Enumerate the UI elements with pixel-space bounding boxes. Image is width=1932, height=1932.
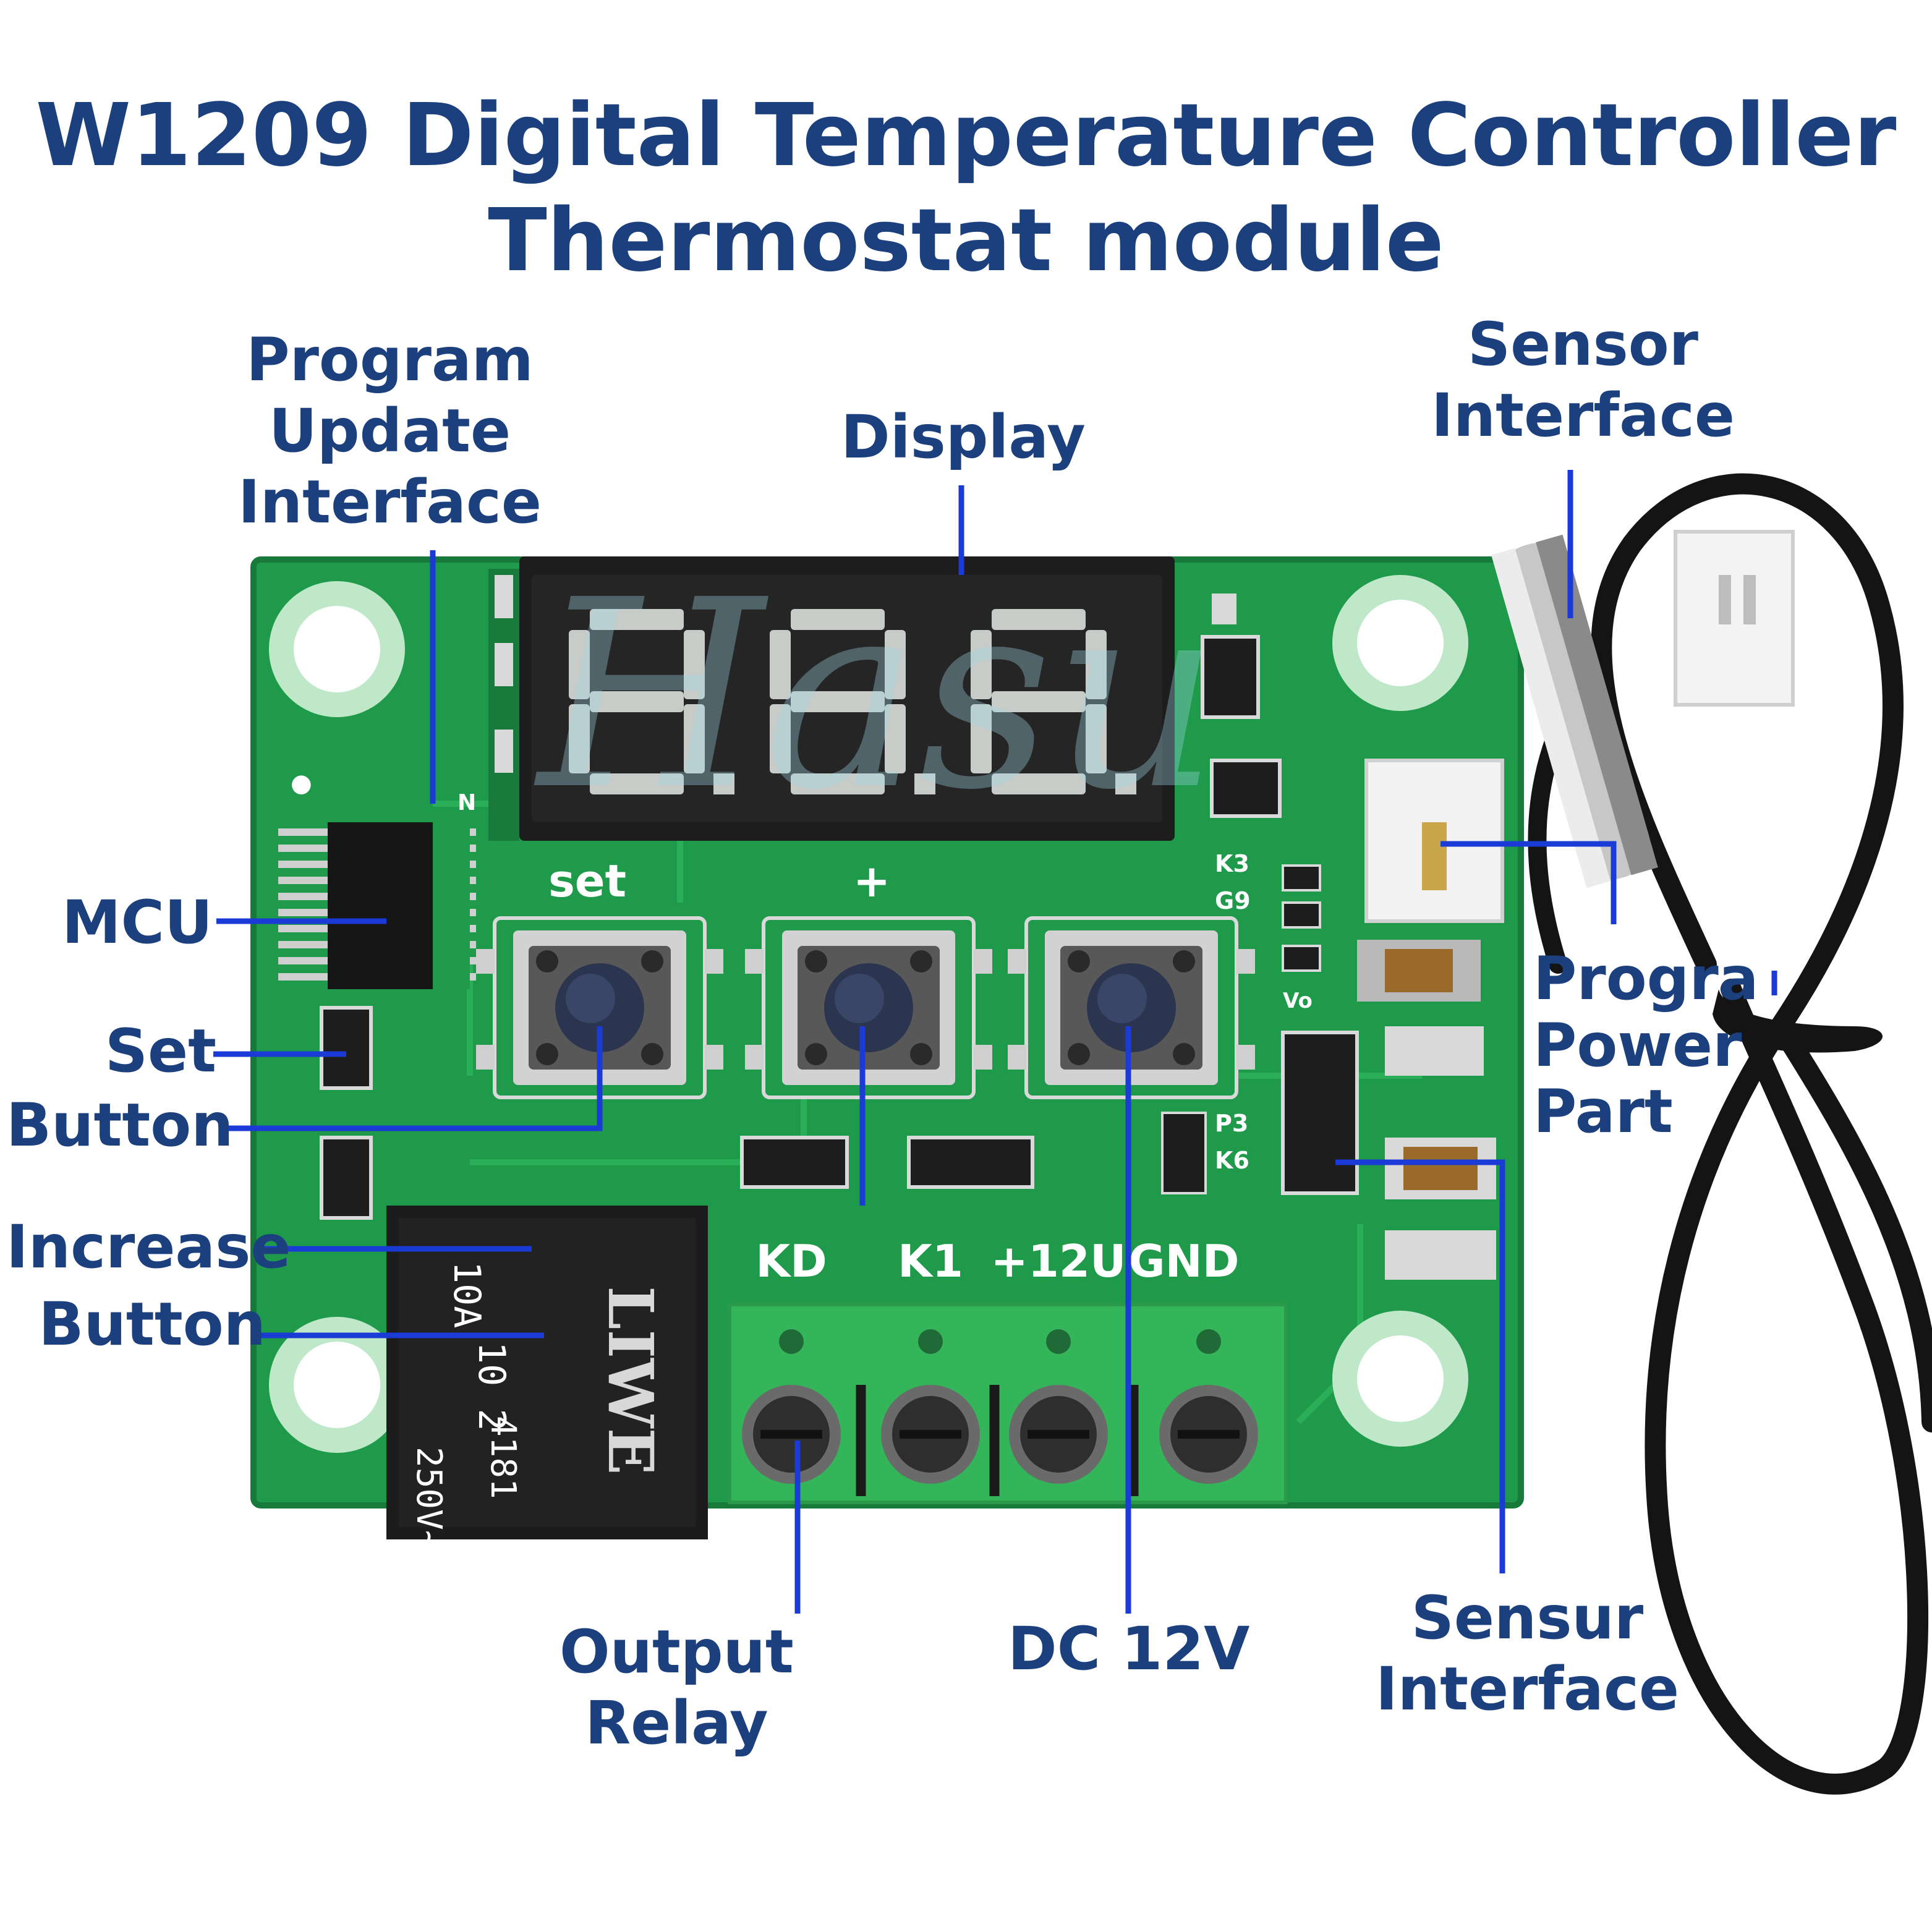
- mcu-pin: [278, 893, 328, 900]
- display-segment: [971, 630, 992, 699]
- title-line-1: W1209 Digital Temperature Controller: [35, 85, 1897, 186]
- relay-markings-group: 10A 10 2 250V~ 4181: [409, 1261, 523, 1551]
- label-program-update: Program Update Interface: [238, 325, 542, 537]
- relay-marking-4: 4181: [483, 1416, 523, 1499]
- smd-components: [320, 594, 1496, 1280]
- display-segment: [569, 704, 590, 773]
- display-decimal-point: [914, 773, 935, 794]
- label-program-power: Progra Power Part: [1533, 944, 1759, 1147]
- terminal-label-kd: KD: [755, 1235, 827, 1287]
- label-output-relay: Output Relay: [560, 1617, 794, 1758]
- terminal-label-k1: K1: [898, 1235, 963, 1287]
- relay-marking-3: 250V~: [409, 1447, 449, 1551]
- sensor-connector: [1364, 759, 1504, 923]
- silk-k6: K6: [1215, 1147, 1249, 1174]
- terminal-divider: [989, 1385, 1000, 1496]
- silk-k3: K3: [1215, 850, 1249, 877]
- label-dc12v: DC 12V: [1008, 1614, 1250, 1683]
- display-digits: [569, 609, 1136, 794]
- silk-set-label: set: [548, 855, 626, 907]
- terminal-screw: [881, 1329, 980, 1484]
- mcu-pin: [278, 925, 328, 932]
- display-segment: [992, 609, 1086, 630]
- mcu-pin: [278, 957, 328, 964]
- title-line-2: Thermostat module: [488, 190, 1444, 291]
- display-segment: [770, 630, 791, 699]
- display-segment: [791, 609, 885, 630]
- silk-n: N: [457, 790, 476, 815]
- tact-switches: [476, 916, 1255, 1099]
- silk-g9: G9: [1215, 887, 1251, 914]
- relay-marking-2: 10 2: [470, 1342, 513, 1431]
- terminal-silk: [730, 1218, 1236, 1298]
- display-segment: [971, 704, 992, 773]
- label-increase-button: Increase Button: [6, 1212, 291, 1359]
- silk-vo: Vo: [1283, 989, 1313, 1013]
- mounting-hole: [1332, 1311, 1468, 1447]
- display-segment: [791, 773, 885, 794]
- mcu-pin: [278, 909, 328, 916]
- relay-brand-group: LIWE: [594, 1286, 667, 1475]
- watermark: Hasu: [534, 545, 1219, 847]
- label-display: Display: [841, 402, 1086, 472]
- terminal-block: [728, 1303, 1288, 1504]
- mcu-pin: [278, 941, 328, 948]
- display-decimal-point: [713, 773, 734, 794]
- display-segment: [684, 704, 705, 773]
- label-sensor-interface-top: Sensor Interface: [1431, 310, 1735, 451]
- display-segment: [684, 630, 705, 699]
- tact-switch: [1008, 916, 1255, 1099]
- display-segment: [992, 691, 1086, 712]
- mcu-pin: [278, 828, 328, 836]
- mounting-hole: [1332, 575, 1468, 711]
- display-segment: [1086, 630, 1107, 699]
- display-segment: [590, 609, 684, 630]
- display-segment: [791, 691, 885, 712]
- terminal-screw: [1009, 1329, 1108, 1484]
- silk-plus-label: +: [853, 855, 890, 907]
- status-leds: [488, 569, 519, 841]
- leader-lines: [213, 470, 1777, 1614]
- probe-plug: [1674, 530, 1795, 707]
- leader-set-button-2: [223, 1026, 603, 1131]
- leader-sensor-bottom: [1335, 1159, 1505, 1573]
- display-segment: [590, 773, 684, 794]
- silk-p3: P3: [1215, 1110, 1248, 1137]
- mcu-pin: [278, 973, 328, 981]
- terminal-label-12v: +12U: [991, 1235, 1126, 1287]
- mounting-hole: [269, 1317, 405, 1453]
- leader-program-power: [1440, 841, 1617, 924]
- mcu-pin: [278, 845, 328, 852]
- display-segment: [770, 704, 791, 773]
- terminal-screw: [742, 1329, 841, 1484]
- terminal-screw: [1159, 1329, 1258, 1484]
- temperature-probe: [1491, 530, 1883, 1053]
- mcu-pin: [278, 877, 328, 884]
- display-segment: [885, 704, 906, 773]
- display-segment: [885, 630, 906, 699]
- label-mcu: MCU: [62, 888, 213, 957]
- mounting-hole: [269, 581, 405, 717]
- mcu-chip: [278, 822, 476, 989]
- relay-brand: LIWE: [594, 1286, 667, 1475]
- label-set-button: Set Button: [6, 1016, 234, 1160]
- mcu-pin: [278, 861, 328, 868]
- label-sensor-interface-bottom: Sensur Interface: [1376, 1583, 1679, 1724]
- relay: [386, 1206, 708, 1539]
- display-decimal-point: [1115, 773, 1136, 794]
- display-segment: [992, 773, 1086, 794]
- pin1-dot: ●: [291, 769, 312, 798]
- terminal-label-gnd: GND: [1128, 1235, 1239, 1287]
- display-segment: [590, 691, 684, 712]
- relay-marking-1: 10A: [445, 1261, 488, 1328]
- terminal-divider: [856, 1385, 866, 1496]
- display-segment: [1086, 704, 1107, 773]
- tact-switch: [745, 916, 992, 1099]
- display-segment: [569, 630, 590, 699]
